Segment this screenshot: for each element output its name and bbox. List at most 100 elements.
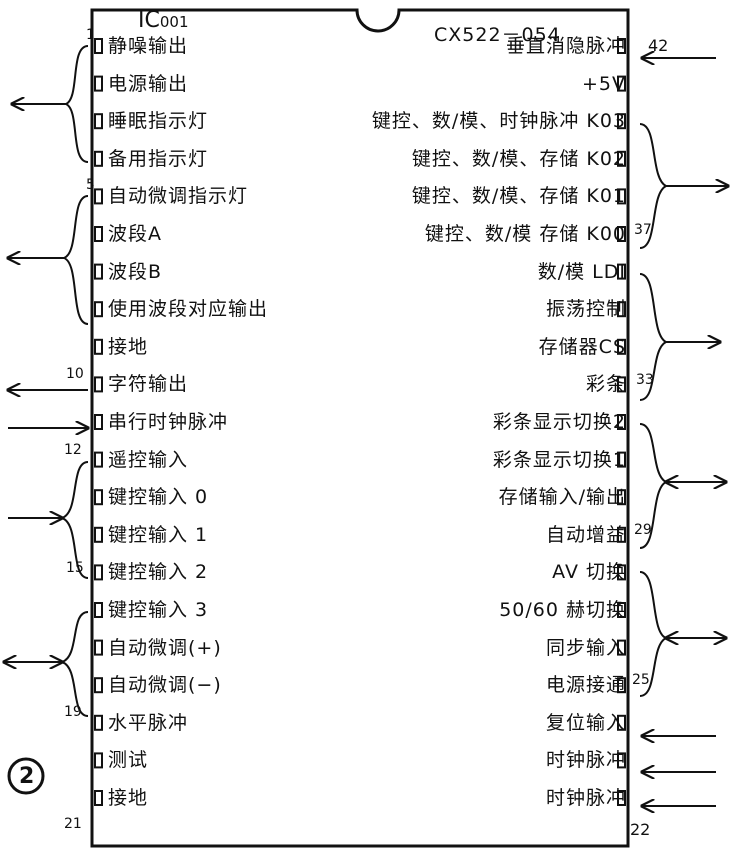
right-pin-label-19: 复位输入 bbox=[545, 711, 626, 734]
left-pin-label-9: 接地 bbox=[108, 335, 149, 358]
left-pin-label-4: 备用指示灯 bbox=[108, 147, 209, 170]
left-pin-stub-19 bbox=[94, 714, 103, 731]
left-pin-label-21: 接地 bbox=[108, 787, 149, 809]
left-group-brace-1 bbox=[12, 45, 89, 163]
right-pin-label-1: 垂直消隐脉冲 bbox=[505, 35, 626, 57]
left-pin-stub-21 bbox=[94, 790, 103, 806]
right-pin-label-14: 自动增益 bbox=[545, 523, 626, 546]
left-pin-stub-1 bbox=[94, 38, 103, 54]
left-pin-stub-2 bbox=[94, 75, 103, 92]
ic-reference-main: IC bbox=[138, 8, 160, 33]
right-pin-label-3: 键控、数/模、时钟脉冲 K03 bbox=[371, 110, 626, 133]
right-pin-label-10: 彩条 bbox=[585, 373, 626, 396]
figure-mark-circle bbox=[7, 757, 45, 795]
right-pin-stub-20 bbox=[617, 752, 626, 769]
right-pin-stub-19 bbox=[617, 714, 626, 731]
right-pin-label-21: 时钟脉冲 bbox=[545, 787, 626, 809]
pin-number-1: 1 bbox=[86, 27, 95, 43]
ic-reference: IC001 bbox=[138, 8, 189, 33]
right-pin-label-6: 键控、数/模 存储 K00 bbox=[424, 223, 626, 245]
left-pin-label-16: 键控输入 3 bbox=[108, 599, 209, 621]
left-pin-stub-18 bbox=[94, 677, 103, 694]
right-pin-stub-16 bbox=[617, 602, 626, 618]
right-pin-label-12: 彩条显示切换1 bbox=[492, 448, 626, 471]
left-pin-stub-20 bbox=[94, 752, 103, 769]
left-pin-label-2: 电源输出 bbox=[108, 72, 189, 95]
pin-number-22: 22 bbox=[630, 820, 651, 839]
left-pin-stub-11 bbox=[94, 414, 103, 430]
right-pin-label-2: +5V bbox=[581, 72, 626, 95]
left-pin-label-7: 波段B bbox=[108, 260, 163, 283]
right-pin-stub-3 bbox=[617, 113, 626, 130]
right-pin-label-18: 电源接通 bbox=[545, 674, 626, 697]
part-number: CX522－054 bbox=[434, 24, 561, 46]
left-pin-label-12: 遥控输入 bbox=[108, 448, 189, 471]
right-pin-stub-7 bbox=[617, 263, 626, 280]
left-pin-stub-6 bbox=[94, 226, 103, 242]
pin-number-25: 25 bbox=[632, 672, 650, 688]
left-pin-label-13: 键控输入 0 bbox=[108, 486, 209, 509]
right-pin-stubs bbox=[617, 38, 626, 806]
left-pin-label-8: 使用波段对应输出 bbox=[108, 298, 269, 321]
right-pin-stub-4 bbox=[617, 150, 626, 167]
pin-number-15: 15 bbox=[66, 560, 84, 576]
left-group-brace-3 bbox=[8, 461, 89, 579]
right-pin-label-16: 50/60 赫切换 bbox=[499, 599, 626, 621]
right-pin-stub-6 bbox=[617, 226, 626, 242]
right-pin-stub-9 bbox=[617, 338, 626, 355]
right-pin-stub-14 bbox=[617, 526, 626, 543]
left-pin-label-3: 睡眠指示灯 bbox=[108, 110, 209, 133]
left-pin-stub-3 bbox=[94, 113, 103, 130]
pin-number-33: 33 bbox=[636, 372, 654, 388]
right-pin-stub-12 bbox=[617, 451, 626, 468]
right-pin-label-11: 彩条显示切换2 bbox=[492, 411, 626, 433]
right-group-brace-4 bbox=[639, 571, 726, 697]
left-pin-stub-16 bbox=[94, 602, 103, 618]
left-pin-label-15: 键控输入 2 bbox=[108, 561, 209, 584]
pin-number-37: 37 bbox=[634, 222, 652, 238]
left-pin-label-19: 水平脉冲 bbox=[108, 711, 189, 734]
pin-number-5: 5 bbox=[86, 177, 95, 193]
right-pin-label-4: 键控、数/模、存储 K02 bbox=[411, 147, 626, 170]
left-pin-stubs bbox=[94, 38, 103, 806]
right-pin-stub-21 bbox=[617, 790, 626, 806]
pin-number-12: 12 bbox=[64, 442, 82, 458]
right-pin-label-13: 存储输入/输出 bbox=[498, 486, 626, 509]
left-pin-label-1: 静噪输出 bbox=[108, 35, 189, 57]
left-pin-label-6: 波段A bbox=[108, 223, 162, 245]
pin-number-19: 19 bbox=[64, 704, 82, 720]
left-pin-label-5: 自动微调指示灯 bbox=[108, 185, 249, 208]
right-group-brace-2 bbox=[639, 273, 720, 401]
pin-number-29: 29 bbox=[634, 522, 652, 538]
right-pin-stub-17 bbox=[617, 639, 626, 656]
left-pin-stub-14 bbox=[94, 526, 103, 543]
left-pin-stub-15 bbox=[94, 564, 103, 581]
left-pin-stub-4 bbox=[94, 150, 103, 167]
left-group-brace-4 bbox=[4, 611, 89, 717]
pin-number-21: 21 bbox=[64, 816, 82, 832]
left-pin-label-17: 自动微调(+) bbox=[108, 636, 222, 659]
right-pin-label-9: 存储器CS bbox=[538, 335, 626, 358]
right-pin-stub-5 bbox=[617, 188, 626, 205]
right-pin-label-7: 数/模 LDI bbox=[537, 260, 626, 283]
right-pin-stub-10 bbox=[617, 376, 626, 393]
left-pin-stub-12 bbox=[94, 451, 103, 468]
right-pin-label-8: 振荡控制 bbox=[545, 298, 626, 321]
right-pin-stub-18 bbox=[617, 677, 626, 694]
left-pin-label-10: 字符输出 bbox=[108, 373, 189, 396]
ic-reference-sub: 001 bbox=[159, 13, 189, 31]
left-pin-stub-13 bbox=[94, 489, 103, 506]
left-pin-stub-5 bbox=[94, 188, 103, 205]
left-pin-stub-10 bbox=[94, 376, 103, 393]
right-pin-stub-1 bbox=[617, 38, 626, 54]
right-pin-label-17: 同步输入 bbox=[545, 636, 626, 659]
chip-body bbox=[90, 8, 630, 848]
left-pin-stub-9 bbox=[94, 338, 103, 355]
left-pin-stub-7 bbox=[94, 263, 103, 280]
right-pin-stub-2 bbox=[617, 75, 626, 92]
pin-number-10: 10 bbox=[66, 366, 84, 382]
left-pin-label-11: 串行时钟脉冲 bbox=[108, 411, 229, 433]
left-group-brace-2 bbox=[8, 195, 89, 325]
left-pin-stub-17 bbox=[94, 639, 103, 656]
